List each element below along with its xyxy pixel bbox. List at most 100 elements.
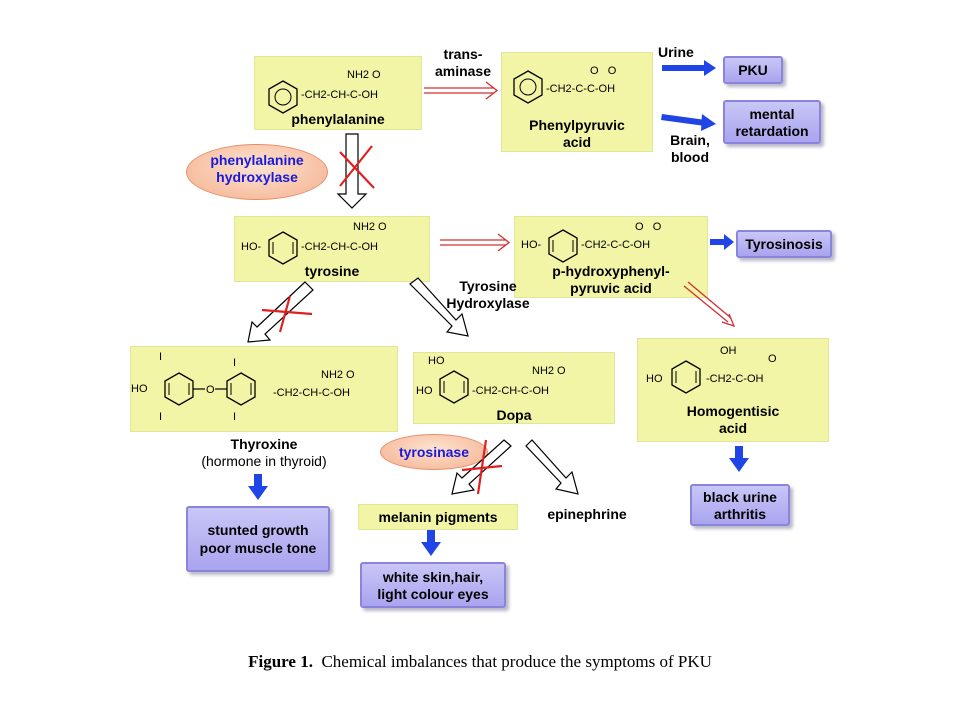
mental-retardation-box: mental retardation (723, 100, 821, 144)
hydroxyphenylpyruvic-keto-formula: O O (635, 221, 662, 233)
tyrosinase-enzyme: tyrosinase (380, 434, 488, 470)
black-urine-line1: black urine (703, 489, 777, 505)
block-cross-icon (461, 439, 503, 495)
black-urine-box: black urine arthritis (690, 484, 790, 526)
dopa-ho: HO (416, 385, 433, 397)
red-double-arrow-icon (683, 281, 736, 328)
transaminase-line1: trans- (443, 46, 483, 62)
brain-blood-line1: Brain, (670, 132, 710, 148)
tyrosine-amino-formula: NH2 O (353, 221, 387, 233)
tyrosine-box: HO- NH2 O -CH2-CH-C-OH tyrosine (234, 216, 430, 282)
figure-caption-text: Chemical imbalances that produce the sym… (321, 652, 712, 671)
tyrosine-hydroxylase-line2: Hydroxylase (446, 295, 530, 311)
phenylalanine-label: phenylalanine (291, 111, 385, 127)
urine-label: Urine (658, 44, 694, 60)
thyroxine-rings-icon: O (164, 372, 256, 406)
transaminase-line2: aminase (434, 63, 492, 79)
phenylpyruvic-keto-formula: O O (590, 65, 617, 77)
white-skin-box: white skin,hair, light colour eyes (360, 562, 506, 608)
phenylalanine-amino-formula: NH2 O (347, 69, 381, 81)
thyroxine-label-line1: Thyroxine (230, 436, 298, 452)
brain-blood-label: Brain, blood (662, 132, 718, 166)
white-skin-line1: white skin,hair, (382, 569, 484, 585)
hydroxyphenylpyruvic-label-line2: pyruvic acid (570, 280, 652, 296)
homogentisic-oh-top: OH (720, 345, 737, 357)
pku-box: PKU (723, 56, 783, 84)
dopa-amino-formula: NH2 O (532, 365, 566, 377)
figure-caption-label: Figure 1. (248, 652, 313, 671)
blue-arrow-icon (710, 234, 734, 250)
hydroxyphenylpyruvic-label: p-hydroxyphenyl- pyruvic acid (515, 263, 707, 297)
dopa-chain-formula: -CH2-CH-C-OH (472, 385, 549, 397)
phenylalanine-chain-formula: -CH2-CH-C-OH (301, 89, 378, 101)
hollow-arrow-icon (525, 439, 579, 495)
stunted-growth-box: stunted growth poor muscle tone (186, 506, 330, 572)
phe-hydroxylase-line2: hydroxylase (216, 169, 298, 185)
phe-hydroxylase-line1: phenylalanine (210, 152, 304, 168)
melanin-label: melanin pigments (378, 509, 498, 525)
dopa-ho-top: HO (428, 355, 445, 367)
hydroxyphenylpyruvic-label-line1: p-hydroxyphenyl- (552, 263, 670, 279)
tyrosine-hydroxylase-label: Tyrosine Hydroxylase (440, 278, 536, 312)
thyroxine-iodine-bottom2: I (233, 411, 237, 423)
thyroxine-amino-formula: NH2 O (321, 369, 355, 381)
homogentisic-label-line1: Homogentisic (686, 403, 780, 419)
brain-blood-line2: blood (670, 149, 710, 165)
stunted-growth-line1: stunted growth (207, 522, 309, 538)
thyroxine-iodine-bottom1: I (159, 411, 163, 423)
blue-arrow-icon (729, 446, 749, 472)
homogentisic-ho: HO (646, 373, 663, 385)
tyrosinase-label: tyrosinase (398, 444, 470, 460)
homogentisic-chain-formula: -CH2-C-OH (706, 373, 764, 385)
thyroxine-box: I I I I HO O NH2 O -CH2-CH-C-OH (130, 346, 398, 432)
hollow-arrow-icon (409, 277, 469, 337)
blue-arrow-icon (661, 114, 716, 131)
thyroxine-chain-formula: -CH2-CH-C-OH (273, 387, 350, 399)
blue-arrow-icon (248, 474, 268, 500)
tyrosinosis-label: Tyrosinosis (745, 236, 823, 252)
phenylpyruvic-chain-formula: -CH2-C-C-OH (546, 83, 616, 95)
homogentisic-acid-box: OH HO O -CH2-C-OH Homogentisic acid (637, 338, 829, 442)
homogentisic-label: Homogentisic acid (638, 403, 828, 437)
benzene-ring-icon (268, 231, 298, 265)
thyroxine-label: Thyroxine (hormone in thyroid) (164, 436, 364, 470)
thyroxine-ho: HO (131, 383, 148, 395)
homogentisic-keto-formula: O (768, 353, 777, 365)
block-cross-icon (339, 145, 375, 189)
phenylalanine-box: NH2 O -CH2-CH-C-OH phenylalanine (254, 56, 422, 130)
dopa-box: HO HO NH2 O -CH2-CH-C-OH Dopa (413, 352, 615, 424)
homogentisic-label-line2: acid (718, 420, 747, 436)
melanin-pigments-box: melanin pigments (358, 504, 518, 530)
benzene-ring-icon (548, 229, 578, 263)
thyroxine-iodine-top2: I (233, 357, 237, 369)
block-cross-icon (261, 295, 313, 333)
svg-text:O: O (206, 384, 215, 396)
phenylpyruvic-label-line2: acid (562, 134, 591, 150)
tyrosine-ho: HO- (241, 241, 262, 253)
hydroxyphenylpyruvic-acid-box: HO- O O -CH2-C-C-OH p-hydroxyphenyl- pyr… (514, 216, 708, 298)
phenylalanine-hydroxylase-enzyme: phenylalanine hydroxylase (186, 144, 328, 200)
dopa-label: Dopa (496, 407, 532, 423)
benzene-ring-icon (268, 80, 298, 114)
benzene-ring-icon (439, 370, 469, 404)
tyrosine-hydroxylase-line1: Tyrosine (459, 278, 517, 294)
tyrosine-chain-formula: -CH2-CH-C-OH (301, 241, 378, 253)
phenylpyruvic-label-line1: Phenylpyruvic (529, 117, 625, 133)
thyroxine-iodine-top1: I (159, 351, 163, 363)
hydroxyphenylpyruvic-chain-formula: -CH2-C-C-OH (581, 239, 651, 251)
phenylpyruvic-acid-box: O O -CH2-C-C-OH Phenylpyruvic acid (501, 52, 653, 152)
white-skin-line2: light colour eyes (377, 586, 489, 602)
red-double-arrow-icon (440, 233, 511, 252)
transaminase-label: trans- aminase (428, 46, 498, 80)
red-double-arrow-icon (424, 81, 499, 100)
benzene-ring-icon (671, 360, 701, 394)
epinephrine-label: epinephrine (547, 506, 627, 522)
tyrosine-label: tyrosine (304, 263, 360, 279)
hydroxyphenylpyruvic-ho: HO- (521, 239, 542, 251)
mental-retardation-line1: mental (749, 106, 795, 122)
black-urine-line2: arthritis (713, 506, 767, 522)
pku-label: PKU (738, 62, 768, 78)
blue-arrow-icon (662, 60, 716, 76)
